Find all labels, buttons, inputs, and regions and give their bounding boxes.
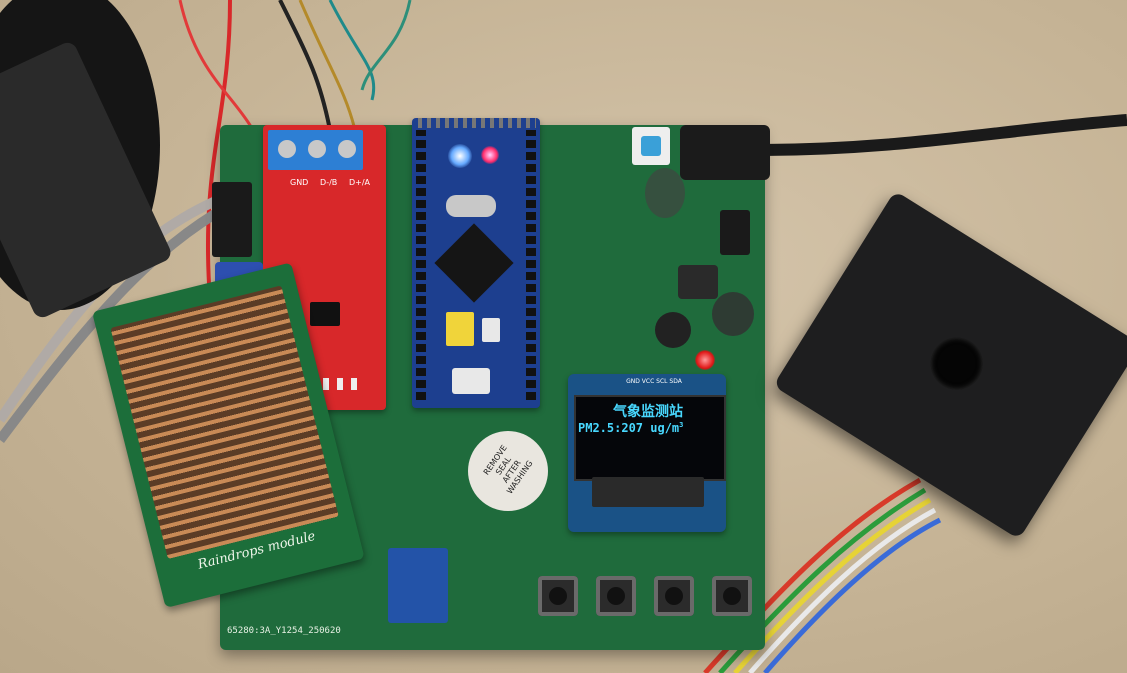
led-pink [481, 146, 499, 164]
buzzer: REMOVE SEAL AFTER WASHING [468, 431, 548, 511]
tact-button-2[interactable] [596, 576, 636, 616]
oled-reading-text: PM2.5:207 ug/m [578, 421, 680, 435]
boot-jumper[interactable] [446, 312, 474, 346]
rain-grid [110, 285, 339, 559]
oled-reading: PM2.5:207 ug/m3 [578, 421, 726, 435]
pin-header-top [418, 118, 536, 128]
pin-column-right [526, 130, 536, 400]
screw-1 [278, 140, 296, 158]
inductor [678, 265, 718, 299]
bmp-module [388, 548, 448, 623]
terminal-labels: GND D-/B D+/A [290, 178, 370, 187]
screw-2 [308, 140, 326, 158]
connector-black [212, 182, 252, 257]
usb-port [452, 368, 490, 394]
pin-column-left [416, 130, 426, 400]
screw-3 [338, 140, 356, 158]
pcb-serial: 65280:3A_Y1254_250620 [227, 626, 341, 636]
capacitor-1 [645, 168, 685, 218]
reset-switch[interactable] [632, 127, 670, 165]
led-blue [448, 144, 472, 168]
tact-button-3[interactable] [654, 576, 694, 616]
sensor-air-inlet [920, 327, 993, 400]
label-da: D+/A [348, 178, 370, 187]
oled-reading-unit: 3 [679, 421, 684, 429]
diode [720, 210, 750, 255]
capacitor-3 [655, 312, 691, 348]
label-gnd: GND [290, 178, 309, 187]
switch-cap[interactable] [641, 136, 661, 156]
capacitor-2 [712, 292, 754, 336]
transceiver-chip [310, 302, 340, 326]
status-led [695, 350, 715, 370]
oled-screen [574, 395, 726, 481]
tact-button-4[interactable] [712, 576, 752, 616]
oled-pin-header: GND VCC SCL SDA [626, 378, 682, 385]
power-jack [680, 125, 770, 180]
reset-button-stm[interactable] [482, 318, 500, 342]
label-db: D-/B [320, 178, 338, 187]
crystal [446, 195, 496, 217]
oled-title: 气象监测站 [613, 404, 683, 420]
oled-ribbon [592, 477, 704, 507]
tact-button-1[interactable] [538, 576, 578, 616]
